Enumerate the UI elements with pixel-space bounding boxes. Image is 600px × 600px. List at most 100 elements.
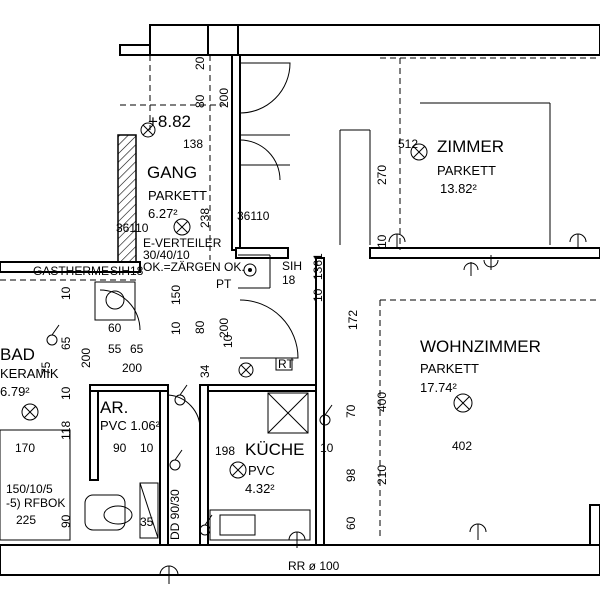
kitchen-counter: [209, 509, 311, 541]
gang-area: 6.27²: [148, 206, 178, 221]
gastherme-label: GASTHERME: [33, 264, 109, 278]
dim: 60: [108, 321, 122, 335]
kueche-name: KÜCHE: [245, 440, 305, 459]
dim: 10: [140, 441, 154, 455]
doors: [99, 62, 299, 431]
wohnzimmer-name: WOHNZIMMER: [420, 337, 541, 356]
sih-18-label: 18: [282, 273, 296, 287]
door-gang-zimmer: [239, 139, 281, 181]
sink: [219, 514, 256, 536]
sih18-label: SIH18: [110, 264, 144, 278]
room-labels: ZIMMER PARKETT 13.82² WOHNZIMMER PARKETT…: [0, 112, 541, 496]
kueche-floor: PVC: [248, 463, 275, 478]
ar-name: AR.: [100, 398, 128, 417]
dim: 10: [221, 334, 235, 348]
gastherme-icon: [105, 290, 125, 310]
dim: 55: [108, 342, 122, 356]
dim: 170: [15, 441, 35, 455]
dim: 65: [130, 342, 144, 356]
wohnzimmer-area: 17.74²: [420, 380, 458, 395]
wall-zimmer-wohn-left: [235, 247, 289, 259]
bad-name: BAD: [0, 345, 35, 364]
dim: 90: [59, 514, 73, 528]
wall-right-col: [589, 504, 600, 546]
gang-floor: PARKETT: [148, 188, 207, 203]
dim: 35: [140, 515, 154, 529]
dim: 200: [122, 361, 142, 375]
switch-icon: [46, 324, 60, 346]
light-icon: [453, 393, 473, 413]
wall-gang-left: [117, 134, 137, 264]
n198-label: 198: [215, 444, 235, 458]
dimensions: 20 80 200 238 138 36110 270 10 36110 172…: [15, 56, 472, 530]
dim: 34: [198, 364, 212, 378]
dim: 60: [344, 516, 358, 530]
sih-label: SIH: [282, 259, 302, 273]
e-verteiler-label: E-VERTEILER: [143, 236, 222, 250]
tub-label-a: 150/10/5: [6, 482, 53, 496]
wall-ar-right: [159, 384, 169, 546]
dim: 400: [375, 392, 389, 412]
pt-label: PT: [216, 277, 232, 291]
rr-label: RR ø 100: [288, 559, 340, 573]
dim: 1361: [311, 253, 325, 280]
dim: 20: [193, 56, 207, 70]
misc-labels: E-VERTEILER 30/40/10 OK.=ZÄRGEN OK. GAST…: [6, 137, 418, 573]
wall-bath-top: [0, 261, 141, 273]
dim: 225: [16, 513, 36, 527]
dim: 200: [217, 88, 231, 108]
outlet-icon: [288, 531, 306, 548]
wall-stub: [119, 44, 151, 56]
washbasin: [84, 494, 126, 531]
walls: [0, 24, 600, 576]
shaft: [139, 482, 159, 539]
dim: 138: [183, 137, 203, 151]
bad-area: 6.79²: [0, 384, 30, 399]
light-icon: [21, 403, 39, 421]
dim: 98: [344, 468, 358, 482]
switch-icon: [169, 449, 183, 471]
guide-lines: [0, 55, 600, 540]
dim: 10: [59, 286, 73, 300]
wall-ar-left: [89, 384, 99, 481]
dim: 150: [169, 285, 183, 305]
dim: 10: [320, 441, 334, 455]
dim: 70: [344, 404, 358, 418]
dim: 172: [346, 310, 360, 330]
wall-top-column: [207, 24, 239, 56]
door-bath: [99, 289, 141, 331]
level-mark: +8.82: [148, 112, 191, 131]
dim: 10: [169, 321, 183, 335]
bathtub: [0, 429, 71, 541]
door-gang: [239, 299, 299, 359]
light-icon: [140, 122, 156, 138]
electrical-symbols: [21, 122, 587, 584]
dim: 80: [193, 94, 207, 108]
wall-ar-top: [89, 384, 169, 392]
light-icon: [229, 461, 247, 479]
dim: 200: [79, 348, 93, 368]
dim: 75: [39, 361, 53, 375]
outlet-icon: [243, 263, 257, 277]
wall-kueche-top: [199, 384, 317, 392]
switch-icon: [174, 384, 188, 406]
dim: 10: [375, 234, 389, 248]
door-ar: [167, 394, 201, 431]
n512-label: 512: [398, 137, 418, 151]
zimmer-name: ZIMMER: [437, 137, 504, 156]
outlet-icon: [159, 565, 179, 584]
outlet-icon: [463, 262, 479, 276]
toilet: [103, 505, 133, 525]
outlet-icon: [469, 523, 487, 540]
light-icon: [238, 362, 254, 378]
gastherme-box: [94, 281, 136, 321]
dim: 238: [198, 208, 212, 228]
switch-icon: [319, 404, 333, 426]
rt-label: RT: [278, 357, 294, 371]
e-verteiler-size: 30/40/10: [143, 248, 190, 262]
dim: 36110: [237, 209, 270, 223]
dim: 65: [59, 336, 73, 350]
dim: 402: [452, 439, 472, 453]
dim: 118: [59, 421, 73, 440]
outlet-icon: [569, 233, 587, 248]
